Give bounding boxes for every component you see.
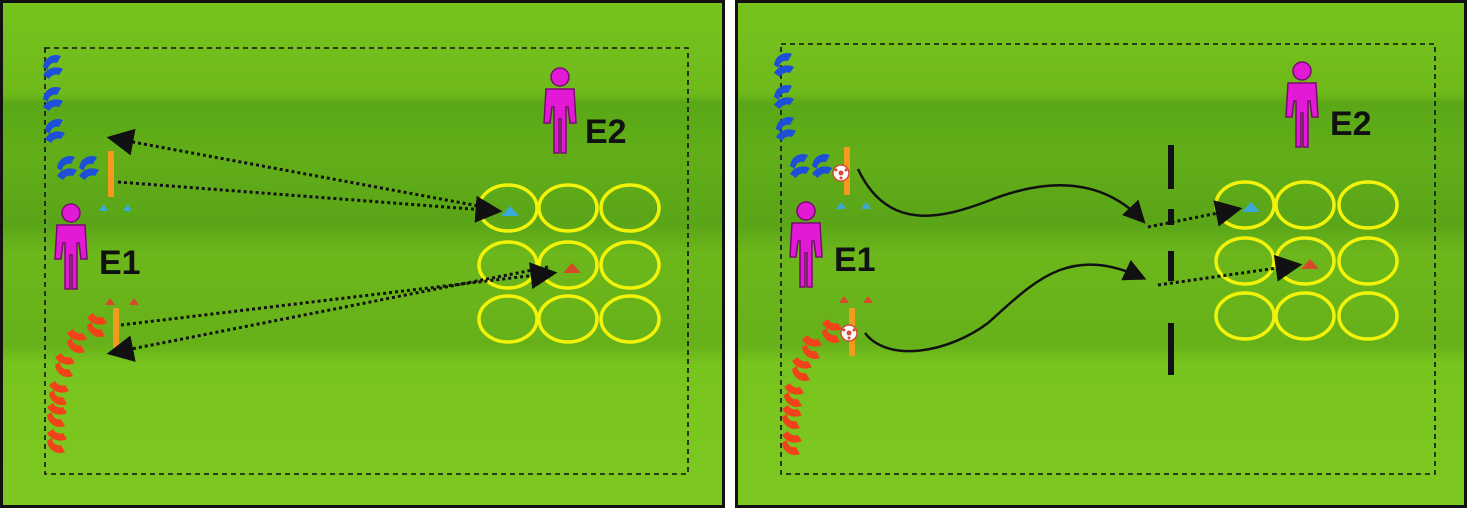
coach-1-label: E1	[834, 243, 876, 277]
pitch-right: E1 E2	[738, 3, 1464, 505]
pole-icon	[108, 151, 114, 197]
coach-2-label: E2	[1330, 107, 1372, 141]
ball-icon	[841, 325, 857, 341]
pole-icon	[113, 308, 119, 354]
coach-1-label: E1	[99, 246, 141, 280]
coach-2-label: E2	[585, 115, 627, 149]
drill-panel-left: E1 E2	[0, 0, 725, 508]
drill-panel-right: E1 E2	[735, 0, 1467, 508]
pitch-left: E1 E2	[3, 3, 722, 505]
ball-icon	[833, 165, 849, 181]
